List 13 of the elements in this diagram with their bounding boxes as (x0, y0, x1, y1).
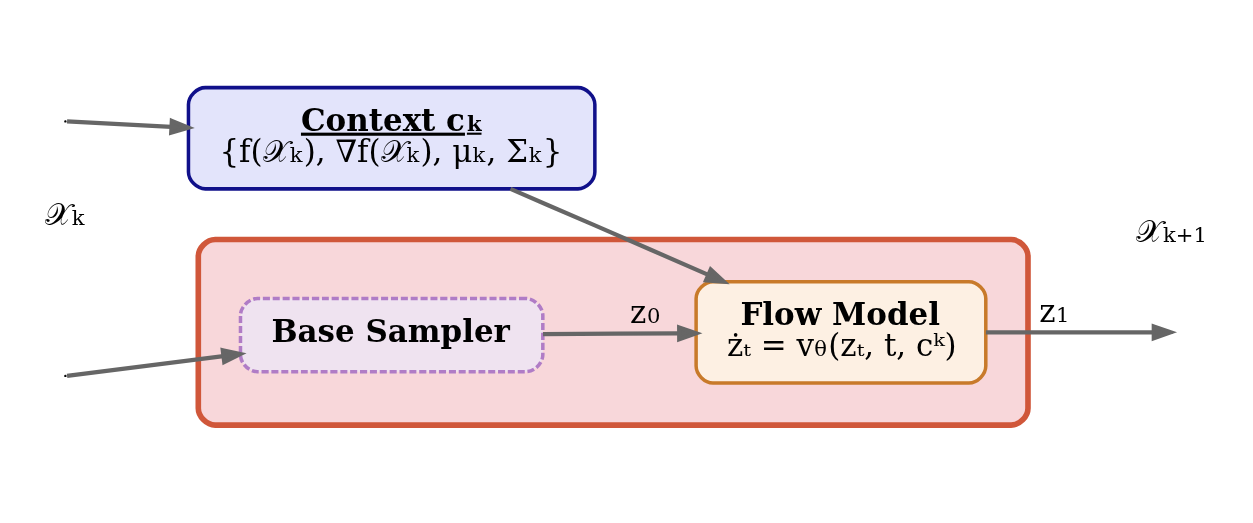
arrow (985, 322, 1178, 341)
node-box: Flow Model żₜ = vθ(zₜ, t, cᵏ) (694, 279, 988, 385)
arrow (66, 347, 247, 378)
arrow (66, 117, 195, 136)
edge-label: z0 (630, 293, 661, 330)
cluster (195, 236, 1031, 428)
label: 𝒳k (45, 195, 85, 232)
arrow (542, 323, 703, 342)
node-box: Base Sampler (238, 296, 545, 373)
node-box: Context ck {f(𝒳k), ∇f(𝒳k), μk, Σk} (186, 85, 597, 191)
arrow (509, 186, 730, 284)
label: 𝒳k+1 (1136, 212, 1207, 249)
edge-label: z1 (1039, 292, 1070, 329)
